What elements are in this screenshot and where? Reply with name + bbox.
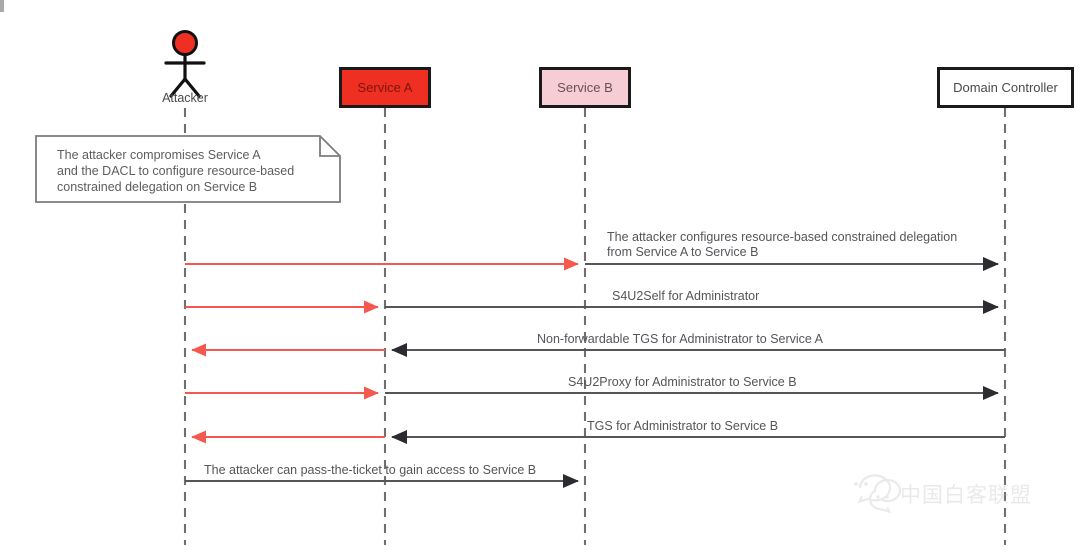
participant-box-domain-controller[interactable]: Domain Controller: [937, 67, 1074, 108]
message-label-4: S4U2Proxy for Administrator to Service B: [568, 375, 797, 389]
participant-box-service-a[interactable]: Service A: [339, 67, 431, 108]
note-text-line-1: The attacker compromises Service A: [57, 148, 261, 162]
message-label-5: TGS for Administrator to Service B: [587, 419, 779, 433]
note-shape: [35, 135, 341, 203]
message-label-2: S4U2Self for Administrator: [612, 289, 760, 303]
participant-box-service-b[interactable]: Service B: [539, 67, 631, 108]
participant-label-service-b: Service B: [557, 80, 613, 95]
message-label-1-line-1: The attacker configures resource-based c…: [607, 230, 958, 244]
message-label-3: Non-forwardable TGS for Administrator to…: [537, 332, 823, 346]
message-label-6: The attacker can pass-the-ticket to gain…: [204, 463, 537, 477]
message-label-1-line-2: from Service A to Service B: [607, 245, 759, 259]
participant-label-service-a: Service A: [357, 80, 413, 95]
actor-attacker-figure: [164, 30, 206, 98]
note-text-line-2: and the DACL to configure resource-based: [57, 164, 295, 178]
note-text-line-3: constrained delegation on Service B: [57, 180, 258, 194]
image-corner-artifact: [0, 0, 4, 12]
wechat-icon: [854, 474, 902, 514]
participant-label-domain-controller: Domain Controller: [953, 80, 1058, 95]
participant-label-attacker: Attacker: [162, 91, 208, 105]
